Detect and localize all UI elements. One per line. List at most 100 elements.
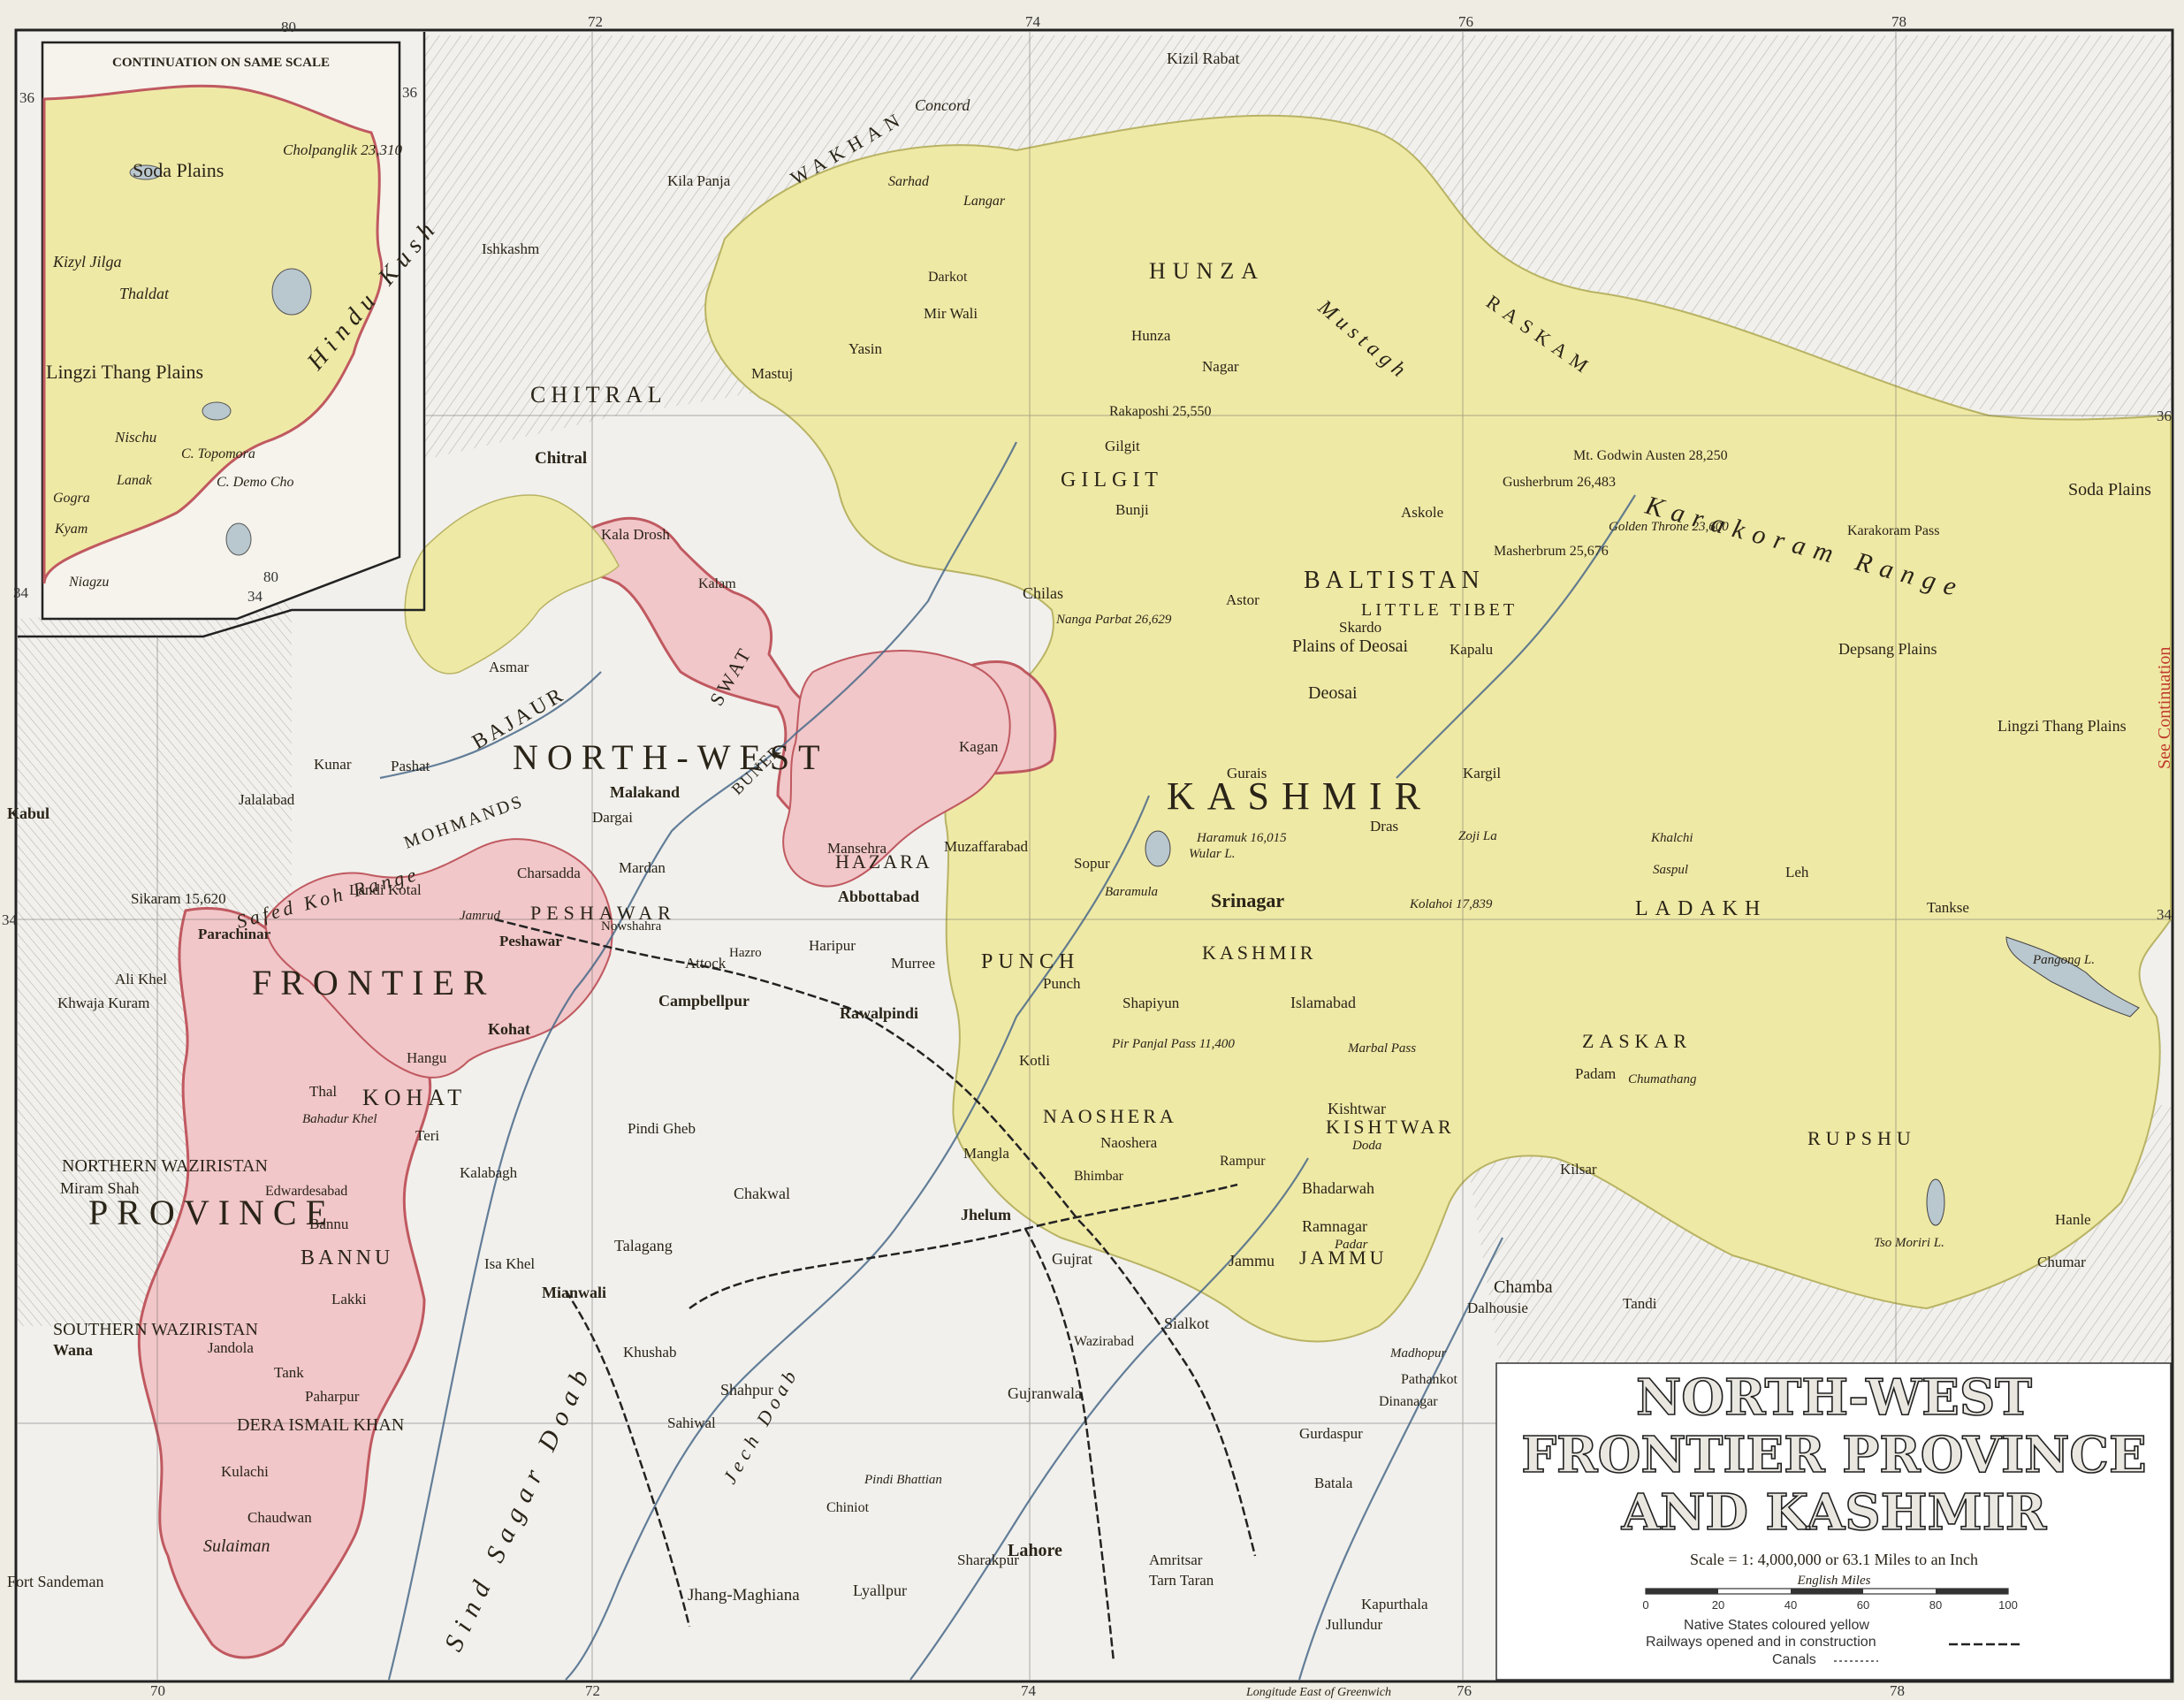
place-label: Abbottabad (838, 888, 919, 905)
place-label: Marbal Pass (1347, 1041, 1416, 1056)
place-label: Sopur (1074, 855, 1110, 872)
place-label: Lyallpur (853, 1582, 907, 1599)
title-panel (1495, 1362, 2172, 1681)
place-label: Kishtwar (1328, 1100, 1386, 1117)
place-label: Ramnagar (1302, 1217, 1367, 1235)
map-title-line1: NORTH-WEST (1636, 1368, 2032, 1427)
inset-label: Nischu (114, 429, 156, 446)
place-label: Haripur (809, 937, 856, 954)
map-title-line3: AND KASHMIR (1621, 1483, 2047, 1542)
place-label: Yasin (848, 340, 882, 357)
inset-label: Lingzi Thang Plains (46, 361, 203, 383)
degree-bottom: 72 (585, 1682, 600, 1699)
map-title-line2: FRONTIER PROVINCE (1521, 1426, 2146, 1484)
place-label: Chitral (535, 449, 587, 468)
place-label: Wana (53, 1341, 93, 1359)
place-label: Sikaram 15,620 (131, 890, 226, 907)
place-label: Chiniot (826, 1500, 870, 1515)
scale-units: English Miles (1797, 1574, 1871, 1588)
place-label: Padam (1575, 1065, 1616, 1082)
rivers (379, 441, 1636, 1681)
degree-bottom: 70 (150, 1682, 165, 1699)
place-label: Rampur (1220, 1154, 1266, 1169)
place-label: Pindi Gheb (628, 1120, 696, 1137)
place-label: Kabul (7, 804, 49, 822)
place-label: Jhang-Maghiana (688, 1586, 800, 1605)
degree-right: 36 (2157, 408, 2172, 424)
place-label: Batala (1314, 1475, 1353, 1491)
place-label: Mardan (619, 859, 666, 876)
railway-line (689, 1183, 1238, 1310)
degree-bottom: 76 (1457, 1682, 1472, 1699)
place-label: Pathankot (1401, 1372, 1458, 1387)
place-label: Kizil Rabat (1167, 50, 1239, 67)
place-label: Tso Moriri L. (1874, 1236, 1944, 1250)
place-label: Concord (915, 96, 970, 114)
inset-yellow-area (42, 84, 384, 584)
place-label: Pir Panjal Pass 11,400 (1111, 1037, 1235, 1051)
scale-tick: 100 (1998, 1598, 2018, 1612)
inset-label: Soda Plains (133, 159, 224, 181)
place-label: Mianwali (542, 1284, 606, 1301)
indus-river (387, 441, 1017, 1681)
scale-tick: 0 (1642, 1598, 1648, 1612)
hazara-area (782, 650, 1011, 888)
place-label: Fort Sandeman (7, 1573, 104, 1590)
place-label: Jalalabad (239, 791, 295, 808)
place-label: Srinagar (1211, 889, 1284, 911)
place-label: Asmar (489, 659, 529, 675)
inset-label: Thaldat (119, 285, 170, 302)
place-label: Karakoram Pass (1847, 523, 1939, 538)
place-label: Jammu (1229, 1252, 1275, 1269)
scale-bar (1645, 1588, 2009, 1595)
place-label: Malakand (610, 783, 680, 801)
inset-divider (18, 32, 426, 638)
place-label: Dalhousie (1467, 1300, 1528, 1316)
place-label: Kapurthala (1361, 1596, 1428, 1612)
degree-bottom: 74 (1021, 1682, 1037, 1699)
region-label: GILGIT (1061, 469, 1163, 492)
place-label: Deosai (1308, 683, 1358, 703)
degree-top: 72 (588, 13, 603, 30)
scale-tick: 80 (1929, 1598, 1942, 1612)
place-label: Campbellpur (658, 992, 750, 1010)
region-label: PUNCH (981, 950, 1079, 973)
region-label: CHITRAL (530, 382, 667, 408)
place-label: Kagan (959, 738, 999, 755)
place-label: Hunza (1131, 327, 1171, 344)
pangong-lake (2005, 936, 2140, 1018)
place-label: Padar (1334, 1238, 1368, 1252)
degree-bottom: 78 (1890, 1682, 1905, 1699)
inset-degree: 36 (19, 89, 34, 106)
region-label: FRONTIER (252, 963, 496, 1002)
place-label: Khwaja Kuram (57, 995, 149, 1011)
place-label: Plains of Deosai (1292, 637, 1409, 656)
place-label: Edwardesabad (265, 1184, 347, 1199)
place-label: Isa Khel (484, 1255, 535, 1272)
region-label: DERA ISMAIL KHAN (237, 1415, 404, 1435)
place-label: Murree (891, 955, 935, 972)
place-label: Bahadur Khel (302, 1112, 377, 1126)
tribal-yellow-area (404, 494, 620, 675)
place-label: Kolahoi 17,839 (1409, 897, 1493, 911)
degree-left: 34 (2, 911, 18, 928)
inset-label: Lanak (116, 473, 153, 488)
place-label: Mansehra (827, 840, 887, 857)
place-label: Saspul (1653, 863, 1688, 877)
place-label: Tankse (1927, 899, 1969, 916)
nwfp-central-area (263, 838, 613, 1079)
place-label: Tarn Taran (1149, 1572, 1214, 1589)
tso-moriri-lake (1926, 1178, 1945, 1226)
degree-top: 74 (1025, 13, 1041, 30)
longitude-note: Longitude East of Greenwich (1245, 1686, 1391, 1699)
place-label: Mastuj (751, 365, 793, 382)
inset-label: Gogra (53, 491, 90, 506)
place-label: Sialkot (1164, 1315, 1209, 1332)
place-label: Pashat (391, 758, 430, 774)
place-label: Askole (1401, 504, 1443, 521)
inset-label: Kyam (54, 522, 88, 537)
region-label: NORTHERN WAZIRISTAN (62, 1156, 268, 1176)
place-label: Bhimbar (1074, 1169, 1124, 1184)
place-label: Kilsar (1560, 1161, 1597, 1178)
place-label: Shahpur (720, 1381, 773, 1399)
